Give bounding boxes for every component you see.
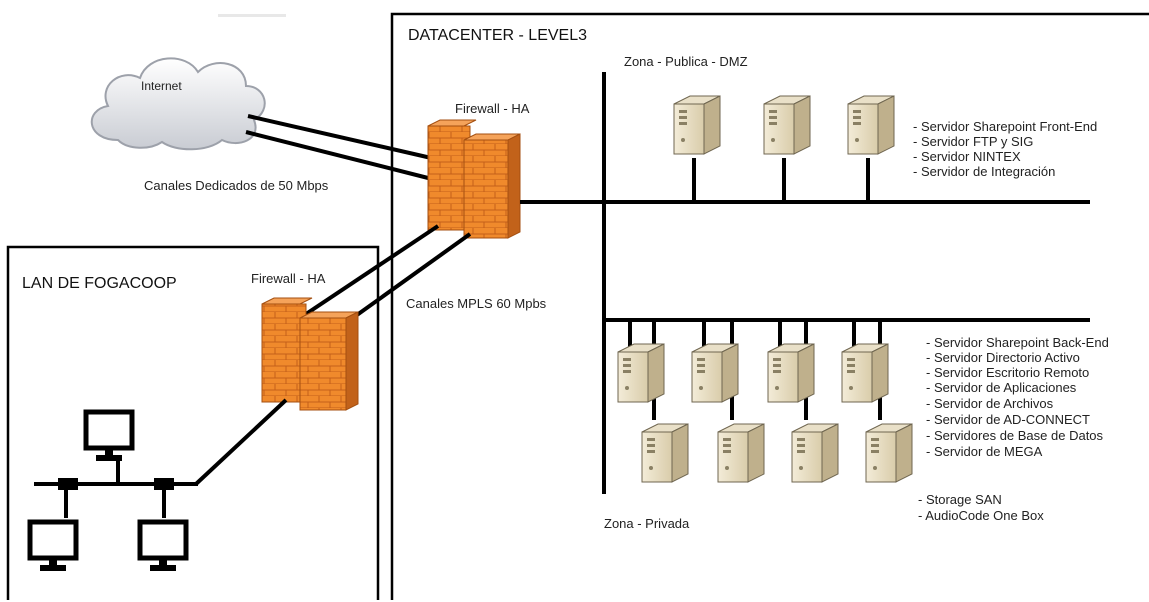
public-service-item: - Servidor de Integración	[913, 164, 1055, 179]
workstation-icon	[30, 522, 76, 571]
storage-item: - AudioCode One Box	[918, 508, 1044, 523]
lan-title: LAN DE FOGACOOP	[22, 275, 177, 292]
public-service-item: - Servidor FTP y SIG	[913, 134, 1033, 149]
private-server-icon	[767, 343, 815, 403]
private-service-item: - Servidor Sharepoint Back-End	[926, 335, 1109, 350]
private-server-icon	[791, 423, 839, 483]
datacenter-frame	[390, 12, 1149, 600]
zone-private-label: Zona - Privada	[604, 516, 690, 531]
public-service-item: - Servidor Sharepoint Front-End	[913, 119, 1097, 134]
private-service-item: - Servidor Escritorio Remoto	[926, 365, 1089, 380]
lan-connector-2	[154, 478, 174, 490]
internet-label: Internet	[141, 79, 182, 93]
workstation-icon	[86, 412, 132, 461]
lan-connector-1	[58, 478, 78, 490]
private-service-item: - Servidores de Base de Datos	[926, 428, 1104, 443]
private-service-item: - Servidor de Archivos	[926, 396, 1054, 411]
public-services-list: - Servidor Sharepoint Front-End - Servid…	[913, 119, 1097, 179]
dmz-server-icon	[673, 95, 721, 155]
private-service-item: - Servidor de MEGA	[926, 444, 1043, 459]
public-service-item: - Servidor NINTEX	[913, 149, 1021, 164]
private-server-icon	[617, 343, 665, 403]
private-server-icon	[865, 423, 913, 483]
private-service-item: - Servidor de AD-CONNECT	[926, 412, 1090, 427]
datacenter-title: DATACENTER - LEVEL3	[408, 27, 587, 44]
private-server-icon	[841, 343, 889, 403]
private-services-list: - Servidor Sharepoint Back-End - Servido…	[926, 335, 1109, 459]
lan-firewall-label: Firewall - HA	[251, 271, 326, 286]
dmz-server-icon	[847, 95, 895, 155]
private-server-icon	[691, 343, 739, 403]
storage-item: - Storage SAN	[918, 492, 1002, 507]
private-service-item: - Servidor Directorio Activo	[926, 350, 1080, 365]
mpls-link-1	[298, 224, 440, 320]
internet-link-label: Canales Dedicados de 50 Mbps	[144, 178, 329, 193]
internet-link-1	[247, 114, 441, 162]
lan-uplink	[194, 398, 288, 486]
private-server-icon	[641, 423, 689, 483]
mpls-label: Canales MPLS 60 Mpbs	[406, 296, 547, 311]
private-service-item: - Servidor de Aplicaciones	[926, 380, 1077, 395]
lan-frame	[6, 245, 380, 600]
internet-cloud-icon	[90, 57, 266, 151]
internet-link-2	[245, 130, 437, 182]
workstation-icon	[140, 522, 186, 571]
private-server-icon	[717, 423, 765, 483]
zone-public-label: Zona - Publica - DMZ	[624, 54, 748, 69]
dmz-server-icon	[763, 95, 811, 155]
lan-firewall-icon	[261, 297, 359, 411]
datacenter-firewall-icon	[427, 119, 521, 239]
datacenter-firewall-label: Firewall - HA	[455, 101, 530, 116]
storage-list: - Storage SAN - AudioCode One Box	[918, 492, 1044, 523]
faint-mark	[218, 14, 286, 17]
